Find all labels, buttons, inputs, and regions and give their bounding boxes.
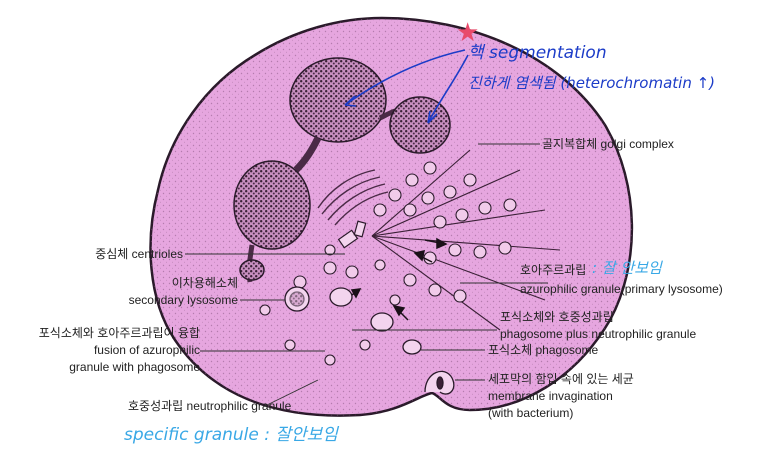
microtubules (371, 149, 561, 331)
label-neutrophilic: 호중성과립 neutrophilic granule (128, 399, 292, 413)
label-secondary-lysosome-en: secondary lysosome (128, 293, 238, 307)
leader-lines (185, 143, 548, 407)
azurophilic-note: : 잘 안보임 (592, 259, 662, 277)
label-golgi: 골지복합체 golgi complex (542, 137, 674, 151)
golgi-complex (317, 169, 389, 226)
label-fusion-en1: fusion of azurophilic (93, 343, 200, 357)
star-icon: ★ (456, 18, 479, 48)
label-membrane-ko: 세포막의 함입 속에 있는 세균 (488, 372, 634, 386)
specific-granule-note: specific granule : 잘안보임 (124, 425, 338, 445)
centrioles (337, 220, 367, 249)
nucleus-note-line2: 진하게 염색됨 (heterochromatin ↑) (468, 74, 716, 92)
label-phagosome: 포식소체 phagosome (488, 343, 599, 357)
label-azurophilic-ko: 호아주르과립 (520, 263, 587, 277)
label-phago-plus-ko: 포식소체와 호중성과립 (500, 310, 614, 324)
label-membrane-en2: (with bacterium) (488, 406, 574, 420)
label-centrioles: 중심체 centrioles (95, 247, 183, 261)
nucleus-note-line1: 핵 segmentation (468, 43, 607, 63)
label-fusion-ko: 포식소체와 호아주르과립이 융합 (38, 326, 200, 340)
label-secondary-lysosome-ko: 이차용해소체 (171, 276, 238, 290)
label-membrane-en1: membrane invagination (488, 389, 613, 403)
nucleus (233, 57, 451, 283)
annotation-arrows (344, 49, 469, 124)
vesicles (284, 286, 455, 395)
label-fusion-en2: granule with phagosome (69, 360, 200, 374)
label-azurophilic-en: azurophilic granule(primary lysosome) (520, 282, 723, 296)
cell-body (149, 16, 634, 417)
label-phago-plus-en: phagosome plus neutrophilic granule (500, 327, 697, 341)
granules (259, 161, 517, 366)
